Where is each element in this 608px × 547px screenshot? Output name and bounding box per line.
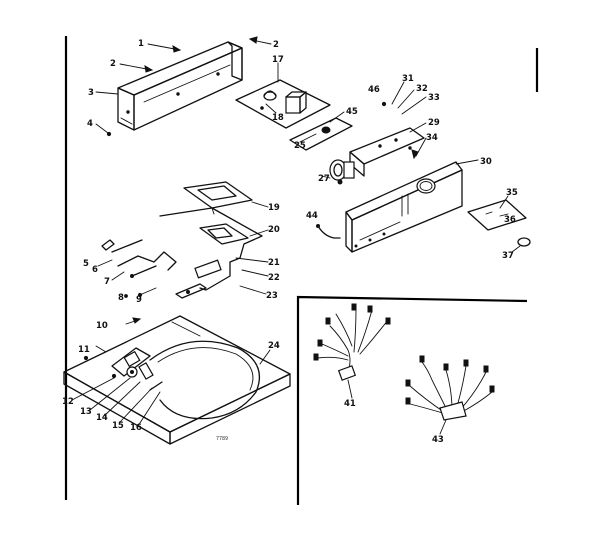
callout-19: 19 <box>268 203 280 213</box>
callout-25: 25 <box>294 141 306 151</box>
callout-27: 27 <box>318 174 330 184</box>
callout-1: 1 <box>138 39 144 49</box>
leader-33 <box>401 96 427 115</box>
callout-36: 36 <box>504 215 516 225</box>
figure-code: 7789 <box>216 436 228 442</box>
leader-22 <box>241 269 269 277</box>
leader-18 <box>265 103 277 114</box>
callout-9: 9 <box>136 295 142 305</box>
wiring-inset-frame <box>296 295 528 505</box>
lid-actuator-parts <box>101 239 177 298</box>
callout-33: 33 <box>428 93 440 103</box>
wiring-harness-41 <box>313 303 391 381</box>
leader-13 <box>89 377 131 411</box>
callout-23: 23 <box>266 291 278 301</box>
callout-6: 6 <box>92 265 98 275</box>
callout-8: 8 <box>118 293 124 303</box>
callout-16: 16 <box>130 423 142 433</box>
callout-11: 11 <box>78 345 90 355</box>
leader-37 <box>511 245 521 253</box>
callout-3: 3 <box>88 88 94 98</box>
control-console-panel <box>345 161 463 253</box>
leader-7 <box>111 271 125 281</box>
callout-14: 14 <box>96 413 108 423</box>
lid-switch-bracket <box>159 207 263 299</box>
callout-32: 32 <box>416 84 428 94</box>
leader-31 <box>391 81 405 105</box>
leader-3 <box>95 91 119 95</box>
leader-19 <box>251 201 269 208</box>
leader-24 <box>259 349 271 365</box>
leader-16 <box>137 391 161 427</box>
lid-hinge-bracket <box>183 181 253 215</box>
leader-14 <box>103 381 141 417</box>
rear-mounting-plate <box>349 127 425 177</box>
leader-20 <box>249 229 269 237</box>
leader-32 <box>397 89 415 109</box>
top-panel-switch-parts <box>83 317 163 391</box>
callout-29: 29 <box>428 118 440 128</box>
callout-2a: 2 <box>110 59 116 69</box>
callout-4: 4 <box>87 119 93 129</box>
callout-34: 34 <box>426 133 438 143</box>
washer-top-panel <box>63 315 291 445</box>
callout-31: 31 <box>402 74 414 84</box>
callout-13: 13 <box>80 407 92 417</box>
leader-6 <box>97 259 113 267</box>
screw-46 <box>381 101 387 107</box>
leader-41 <box>347 379 353 399</box>
leader-29 <box>409 122 427 133</box>
callout-37: 37 <box>502 251 514 261</box>
wiring-harness-43 <box>405 355 495 421</box>
callout-21: 21 <box>268 258 280 268</box>
callout-7: 7 <box>104 277 110 287</box>
callout-24: 24 <box>268 341 280 351</box>
timer-bracket <box>235 79 331 129</box>
knob-ring-37 <box>517 237 531 247</box>
callout-12: 12 <box>62 397 74 407</box>
callout-43: 43 <box>432 435 444 445</box>
callout-44: 44 <box>306 211 318 221</box>
timer-knob-assembly <box>321 159 355 185</box>
callout-30: 30 <box>480 157 492 167</box>
leader-23 <box>239 285 267 295</box>
console-top-cover <box>117 41 243 131</box>
callout-22: 22 <box>268 273 280 283</box>
callout-15: 15 <box>112 421 124 431</box>
callout-2b: 2 <box>273 40 279 50</box>
callout-17: 17 <box>272 55 284 65</box>
callout-5: 5 <box>83 259 89 269</box>
switch-plate <box>289 117 353 151</box>
label-card <box>467 199 527 231</box>
callout-35: 35 <box>506 188 518 198</box>
leader-30 <box>455 159 479 165</box>
leader-15 <box>119 387 153 423</box>
callout-10: 10 <box>96 321 108 331</box>
callout-45: 45 <box>346 107 358 117</box>
callout-46: 46 <box>368 85 380 95</box>
leader-35 <box>499 195 509 209</box>
leader-45 <box>329 111 345 123</box>
callout-41: 41 <box>344 399 356 409</box>
callout-18: 18 <box>272 113 284 123</box>
harness-connector <box>316 224 341 239</box>
callout-20: 20 <box>268 225 280 235</box>
leader-43 <box>439 419 447 435</box>
screw-4 <box>95 123 109 134</box>
leader-12 <box>71 377 115 401</box>
leader-21 <box>235 257 269 263</box>
